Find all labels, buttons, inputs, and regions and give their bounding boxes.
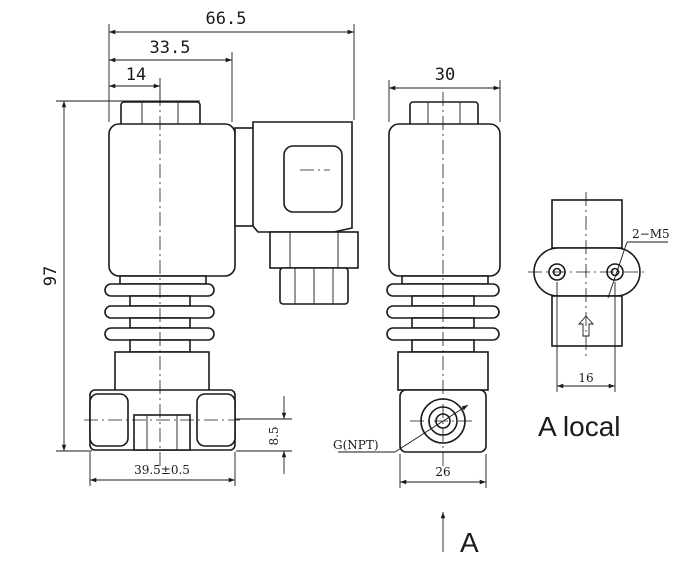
side-view [386, 92, 501, 470]
dim-body-width: 26 [435, 465, 450, 479]
view-arrow-label: A [460, 527, 479, 558]
side-dimensions: 30 26 G(NPT) [333, 65, 501, 488]
dim-port-offset: 8.5 [267, 426, 281, 445]
dim-side-width: 30 [435, 65, 455, 85]
view-arrow: A [440, 511, 479, 558]
local-view-title: A local [538, 411, 621, 442]
front-view [84, 92, 359, 470]
dim-nut-offset: 14 [126, 65, 146, 85]
front-dimensions: 66.5 33.5 14 97 8.5 39.5±0.5 [41, 9, 355, 486]
dim-coil-width: 33.5 [150, 38, 191, 58]
dim-base-width: 39.5±0.5 [134, 463, 190, 477]
dim-overall-width: 66.5 [206, 9, 247, 29]
mount-holes-label: 2−M5 [632, 227, 670, 241]
local-view: 2−M5 16 [528, 192, 670, 392]
dim-height: 97 [41, 266, 61, 286]
dim-mount-spacing: 16 [578, 371, 593, 385]
thread-label: G(NPT) [333, 438, 379, 452]
